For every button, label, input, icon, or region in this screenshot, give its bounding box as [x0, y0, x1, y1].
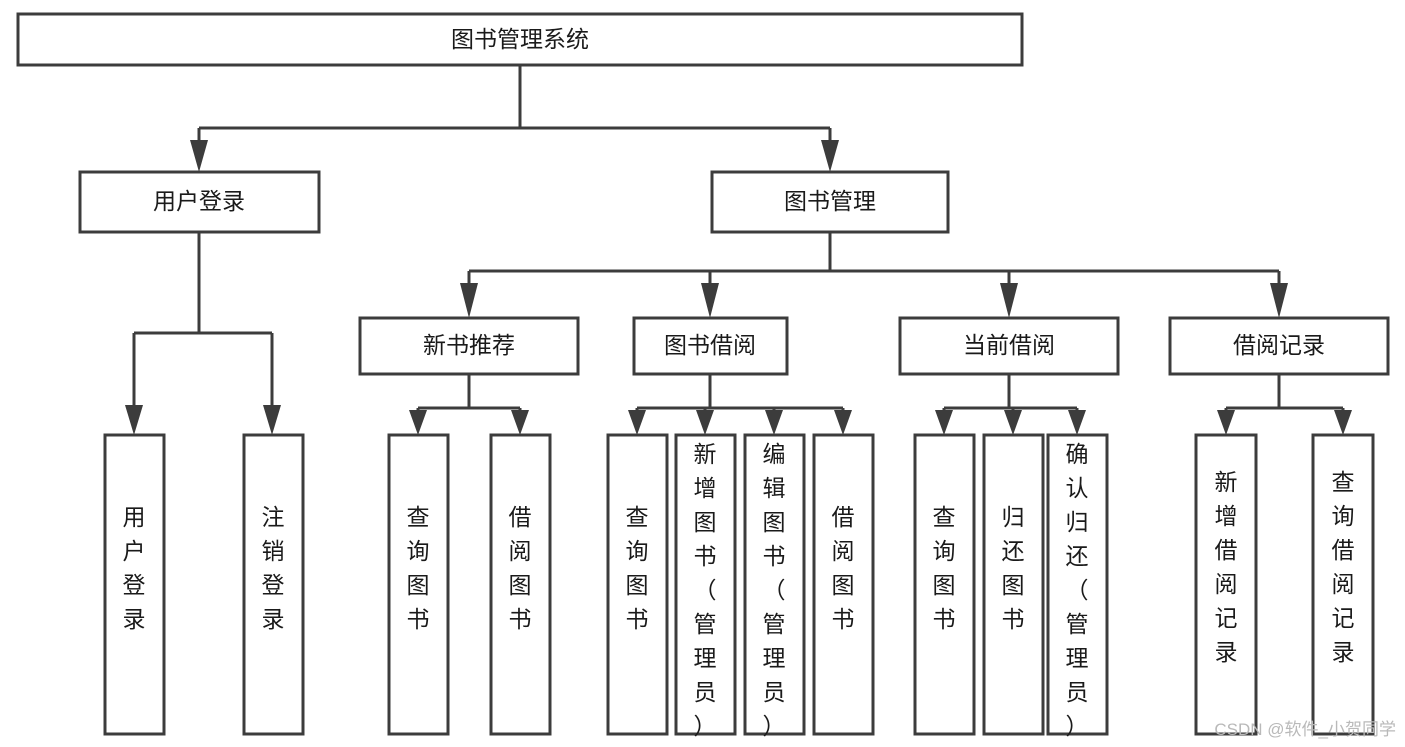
- leaf-new-book-1-label: 借阅图书: [509, 504, 532, 632]
- leaf-borrow-record-1-box[interactable]: [1311, 433, 1375, 736]
- leaf-book-borrow-3[interactable]: 借阅图书: [812, 433, 875, 736]
- leaf-user-login-1-box[interactable]: [242, 433, 305, 736]
- leaf-current-borrow-1[interactable]: 归还图书: [982, 433, 1045, 736]
- node-book-borrow-box[interactable]: [632, 316, 789, 376]
- node-root-system-label: 图书管理系统: [451, 26, 589, 52]
- leaf-book-borrow-1-box[interactable]: [674, 433, 737, 736]
- leaf-current-borrow-1-label: 归还图书: [1002, 504, 1025, 632]
- arrow-book-borrow-leaf-1-icon: [628, 410, 646, 435]
- node-user-login-label: 用户登录: [153, 188, 245, 214]
- arrow-current-borrow-leaf-2-icon: [1004, 410, 1022, 435]
- leaf-current-borrow-1-box[interactable]: [982, 433, 1045, 736]
- arrow-current-borrow-leaf-1-icon: [935, 410, 953, 435]
- csdn-watermark: CSDN @软件_小贺同学: [1214, 720, 1396, 739]
- node-root-system[interactable]: 图书管理系统: [16, 12, 1024, 67]
- arrow-to-current-borrow-icon: [1000, 283, 1018, 318]
- leaf-book-borrow-0-box[interactable]: [606, 433, 669, 736]
- arrow-user-login-leaf-2-icon: [263, 405, 281, 435]
- arrow-user-login-leaf-1-icon: [125, 405, 143, 435]
- arrow-borrow-record-leaf-2-icon: [1334, 410, 1352, 435]
- leaf-book-borrow-1[interactable]: 新增图书（管理员）: [674, 433, 737, 739]
- node-book-manage-label: 图书管理: [784, 188, 876, 214]
- leaf-book-borrow-3-label: 借阅图书: [832, 504, 855, 632]
- node-new-book-recommend-box[interactable]: [358, 316, 580, 376]
- leaf-borrow-record-1[interactable]: 查询借阅记录: [1311, 433, 1375, 736]
- leaf-current-borrow-2-box[interactable]: [1046, 433, 1109, 736]
- leaf-user-login-1-label: 注销登录: [262, 504, 285, 632]
- leaf-borrow-record-0-box[interactable]: [1194, 433, 1258, 736]
- node-current-borrow-label: 当前借阅: [963, 332, 1055, 358]
- leaf-new-book-1[interactable]: 借阅图书: [489, 433, 552, 736]
- arrow-to-borrow-record-icon: [1270, 283, 1288, 318]
- leaf-book-borrow-1-label: 新增图书（管理员）: [694, 441, 717, 739]
- arrow-borrow-record-leaf-1-icon: [1217, 410, 1235, 435]
- leaf-new-book-1-box[interactable]: [489, 433, 552, 736]
- leaf-user-login-0-box[interactable]: [103, 433, 166, 736]
- arrow-to-book-manage-icon: [821, 140, 839, 172]
- leaf-current-borrow-2-label: 确认归还（管理员）: [1066, 441, 1089, 739]
- arrow-current-borrow-leaf-3-icon: [1068, 410, 1086, 435]
- node-new-book-recommend-label: 新书推荐: [423, 332, 515, 358]
- node-root-system-box[interactable]: [16, 12, 1024, 67]
- node-new-book-recommend[interactable]: 新书推荐: [358, 316, 580, 376]
- arrow-to-new-book-icon: [460, 283, 478, 318]
- node-current-borrow[interactable]: 当前借阅: [898, 316, 1120, 376]
- leaf-user-login-0[interactable]: 用户登录: [103, 433, 166, 736]
- leaf-user-login-0-label: 用户登录: [123, 504, 146, 632]
- node-borrow-record-box[interactable]: [1168, 316, 1390, 376]
- node-user-login[interactable]: 用户登录: [78, 170, 321, 234]
- leaf-book-borrow-2-box[interactable]: [743, 433, 806, 736]
- leaf-borrow-record-0-label: 新增借阅记录: [1215, 469, 1238, 665]
- arrow-book-borrow-leaf-4-icon: [834, 410, 852, 435]
- leaf-book-borrow-0[interactable]: 查询图书: [606, 433, 669, 736]
- arrow-new-book-leaf-2-icon: [511, 410, 529, 435]
- node-book-borrow[interactable]: 图书借阅: [632, 316, 789, 376]
- node-book-manage[interactable]: 图书管理: [710, 170, 950, 234]
- node-borrow-record[interactable]: 借阅记录: [1168, 316, 1390, 376]
- leaf-borrow-record-0[interactable]: 新增借阅记录: [1194, 433, 1258, 736]
- node-borrow-record-label: 借阅记录: [1233, 332, 1325, 358]
- leaf-borrow-record-1-label: 查询借阅记录: [1332, 469, 1355, 665]
- leaf-current-borrow-0-box[interactable]: [913, 433, 976, 736]
- leaf-new-book-0-label: 查询图书: [407, 504, 430, 632]
- leaf-user-login-1[interactable]: 注销登录: [242, 433, 305, 736]
- leaf-book-borrow-2[interactable]: 编辑图书（管理员）: [743, 433, 806, 739]
- leaf-book-borrow-0-label: 查询图书: [626, 504, 649, 632]
- node-book-borrow-label: 图书借阅: [664, 332, 756, 358]
- arrow-to-user-login-icon: [190, 140, 208, 172]
- leaf-new-book-0[interactable]: 查询图书: [387, 433, 450, 736]
- leaf-current-borrow-0[interactable]: 查询图书: [913, 433, 976, 736]
- leaf-current-borrow-0-label: 查询图书: [933, 504, 956, 632]
- node-book-manage-box[interactable]: [710, 170, 950, 234]
- leaf-book-borrow-3-box[interactable]: [812, 433, 875, 736]
- leaf-book-borrow-2-label: 编辑图书（管理员）: [763, 441, 786, 739]
- arrow-new-book-leaf-1-icon: [409, 410, 427, 435]
- arrow-book-borrow-leaf-2-icon: [696, 410, 714, 435]
- arrow-book-borrow-leaf-3-icon: [765, 410, 783, 435]
- leaf-new-book-0-box[interactable]: [387, 433, 450, 736]
- arrow-to-book-borrow-icon: [701, 283, 719, 318]
- leaf-current-borrow-2[interactable]: 确认归还（管理员）: [1046, 433, 1109, 739]
- node-current-borrow-box[interactable]: [898, 316, 1120, 376]
